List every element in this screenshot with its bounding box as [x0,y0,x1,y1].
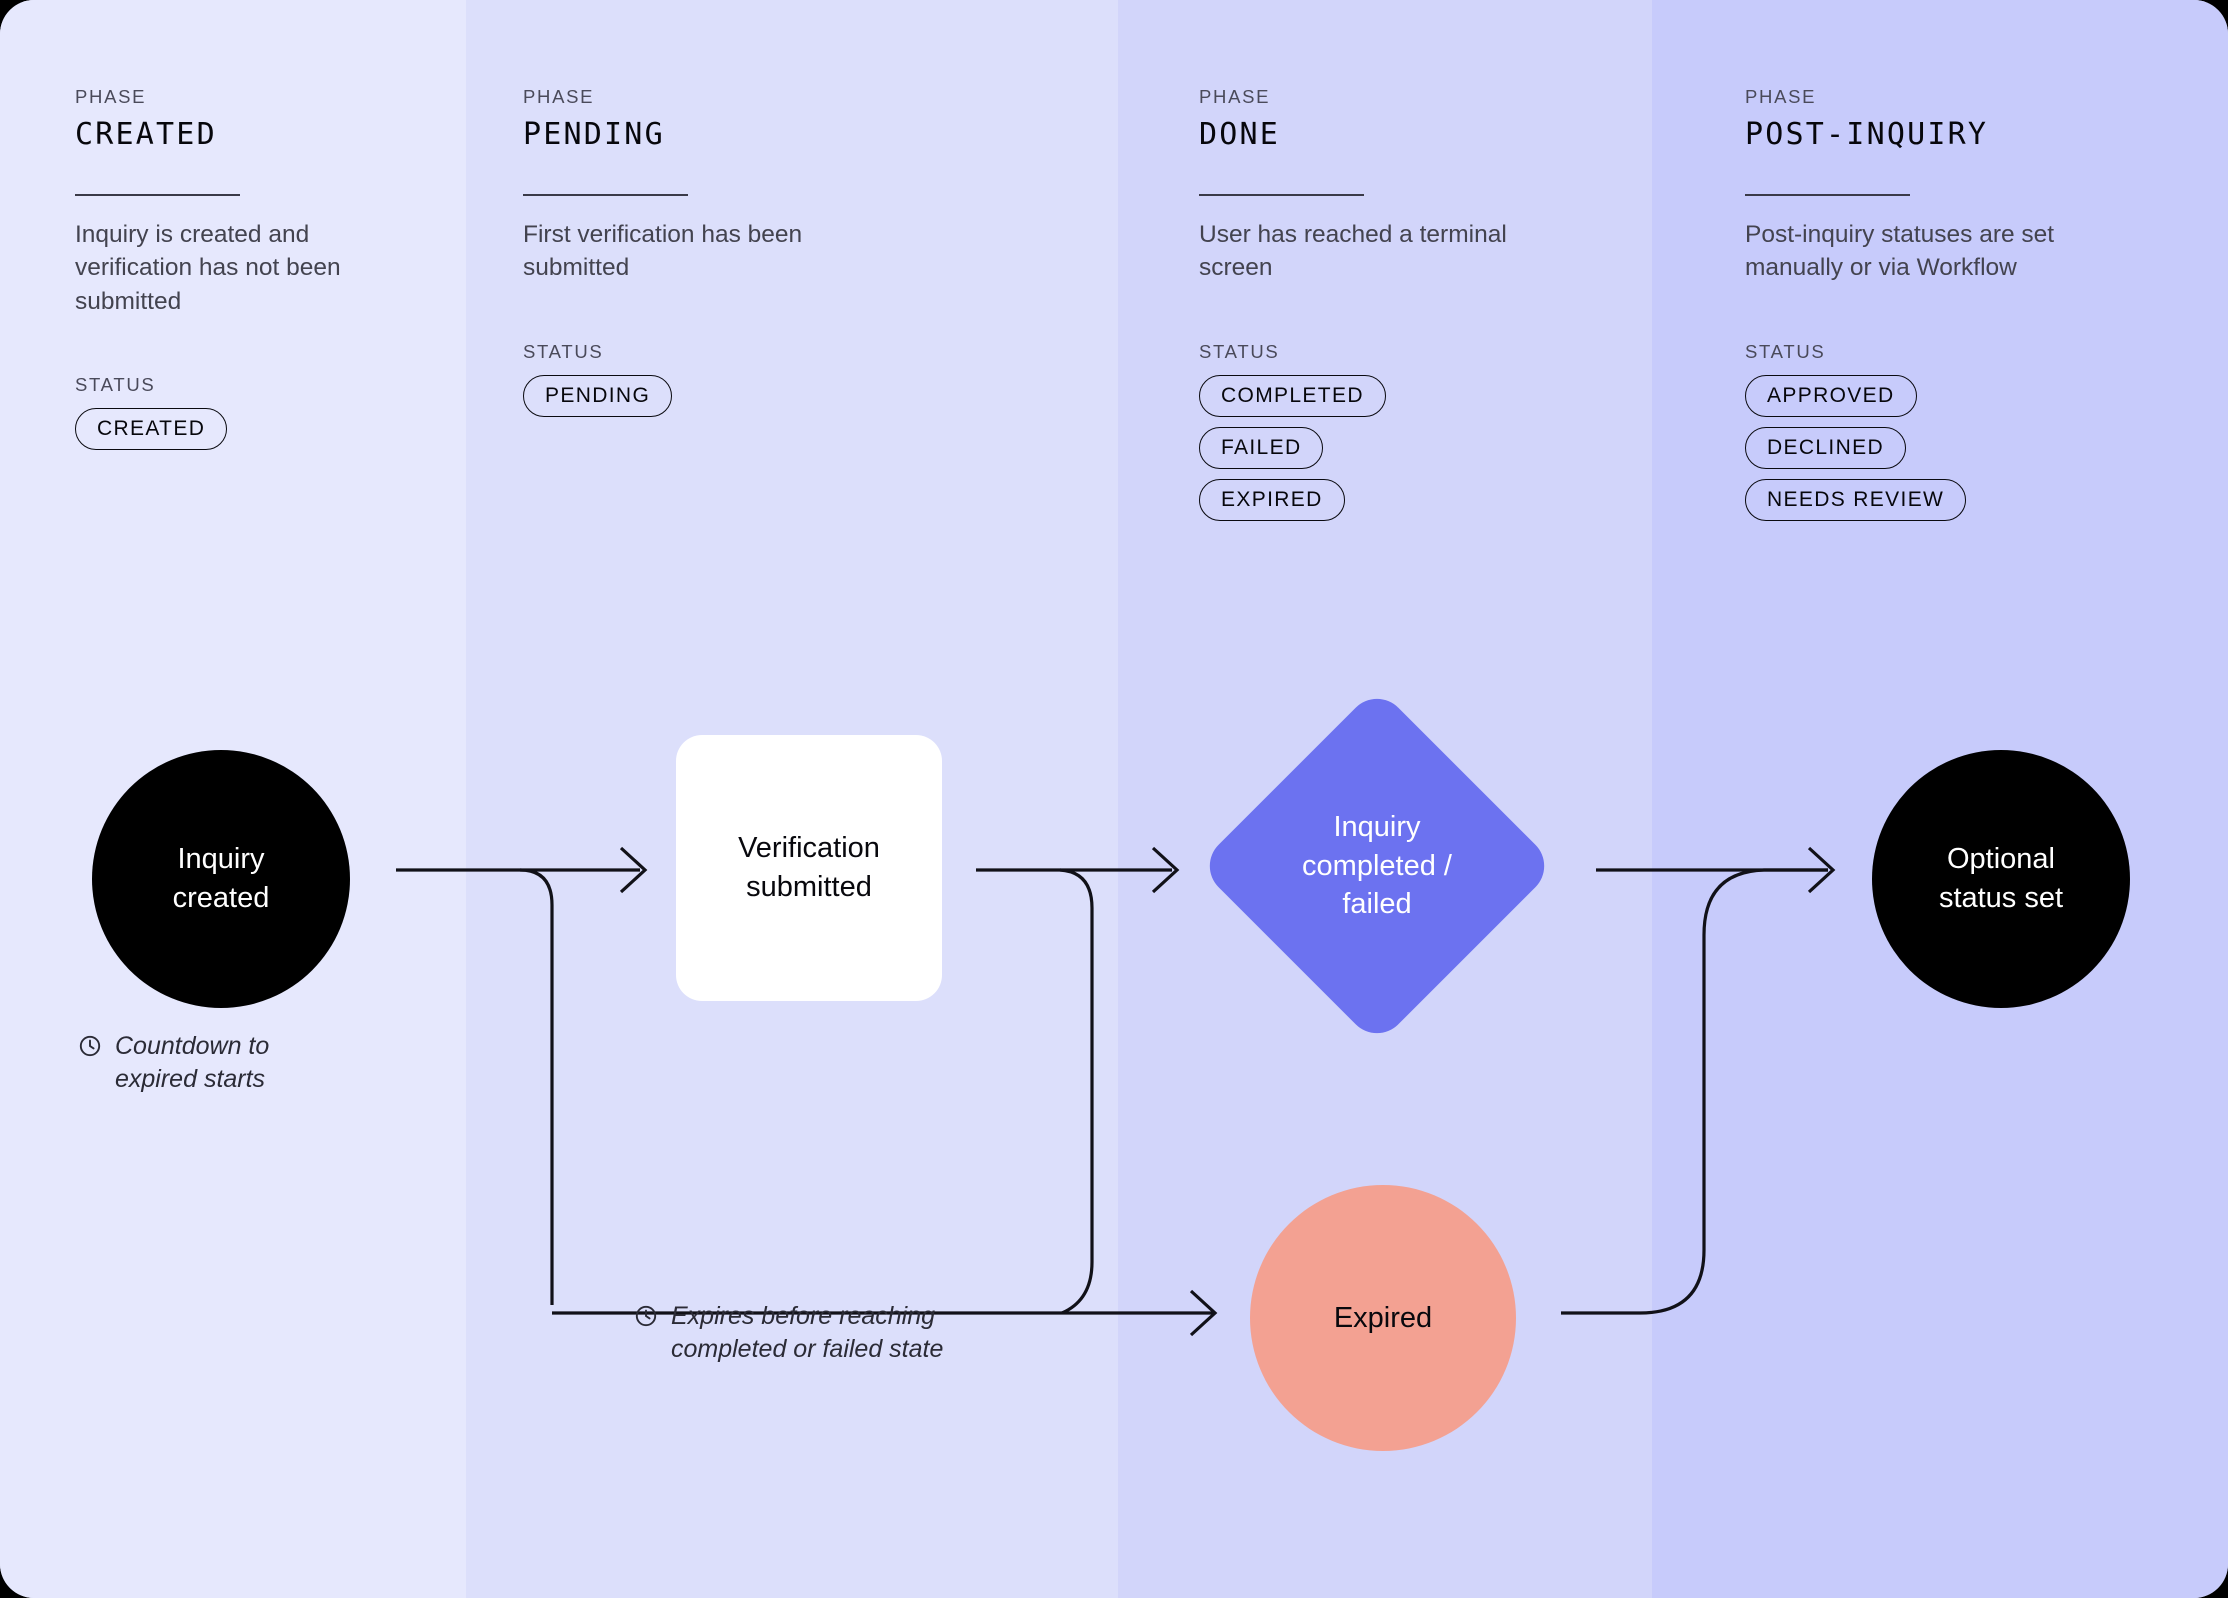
node-label: Inquiry completed / failed [1302,811,1452,921]
status-badge[interactable]: FAILED [1199,426,1324,469]
edge-created-branch-down [519,868,554,1305]
phase-title: DONE [1199,117,1281,152]
phase-kicker: PHASE [75,86,147,107]
status-badge-list: APPROVED DECLINED NEEDS REVIEW [1745,374,2145,521]
divider [523,194,688,196]
status-label: STATUS [523,340,604,362]
divider [1199,194,1364,196]
annotation-text: Countdown to expired starts [115,1032,270,1093]
clock-icon [635,1305,657,1327]
node-expired[interactable]: Expired [1250,1185,1516,1451]
status-badge[interactable]: APPROVED [1745,374,1917,417]
status-badge-list: COMPLETED FAILED EXPIRED [1199,374,1529,521]
phase-kicker: PHASE [1745,86,1817,107]
phase-column-pending: PHASE PENDING First verification has bee… [523,86,853,417]
node-verification-submitted[interactable]: Verification submitted [676,735,942,1001]
status-badge[interactable]: PENDING [523,374,673,417]
arrowhead-to-expired [1189,1289,1218,1337]
status-label: STATUS [1745,340,1826,362]
status-badge-list: PENDING [523,374,853,417]
status-badge[interactable]: COMPLETED [1199,374,1386,417]
node-inquiry-completed-failed[interactable]: Inquiry completed / failed [1197,686,1557,1046]
phase-title: CREATED [75,117,217,152]
phase-column-post-inquiry: PHASE POST-INQUIRY Post-inquiry statuses… [1745,86,2145,521]
status-label: STATUS [75,374,156,396]
annotation-text: Expires before reaching completed or fai… [671,1302,944,1363]
phase-column-created: PHASE CREATED Inquiry is created and ver… [75,86,405,451]
phase-description: Inquiry is created and verification has … [75,220,341,315]
node-label: Verification submitted [738,832,880,903]
node-label: Optional status set [1938,843,2064,914]
status-badge[interactable]: DECLINED [1745,426,1906,469]
divider [75,194,240,196]
phase-column-done: PHASE DONE User has reached a terminal s… [1199,86,1529,521]
status-badge-list: CREATED [75,408,405,451]
phase-title: POST-INQUIRY [1745,117,1989,152]
arrowhead-to-decision [1151,846,1180,894]
status-badge[interactable]: CREATED [75,408,228,451]
edge-expired-to-optional [1561,868,1828,1315]
phase-description: Post-inquiry statuses are set manually o… [1745,220,2055,282]
node-optional-status-set[interactable]: Optional status set [1872,750,2130,1008]
phase-kicker: PHASE [523,86,595,107]
divider [1745,194,1910,196]
arrowhead-to-verification [619,846,648,894]
phase-description: User has reached a terminal screen [1199,220,1507,282]
status-badge[interactable]: EXPIRED [1199,478,1345,521]
node-label: Expired [1333,1301,1433,1334]
node-inquiry-created[interactable]: Inquiry created [92,750,350,1008]
node-label: Inquiry created [172,843,270,914]
arrowhead-to-optional [1807,846,1836,894]
phase-description: First verification has been submitted [523,220,803,282]
phase-kicker: PHASE [1199,86,1271,107]
clock-icon [79,1035,101,1057]
phase-title: PENDING [523,117,665,152]
edge-verification-branch-down [1059,868,1094,1315]
status-label: STATUS [1199,340,1280,362]
status-badge[interactable]: NEEDS REVIEW [1745,478,1967,521]
annotation-countdown: Countdown to expired starts [78,1030,348,1096]
annotation-expires: Expires before reaching completed or fai… [634,1300,974,1366]
